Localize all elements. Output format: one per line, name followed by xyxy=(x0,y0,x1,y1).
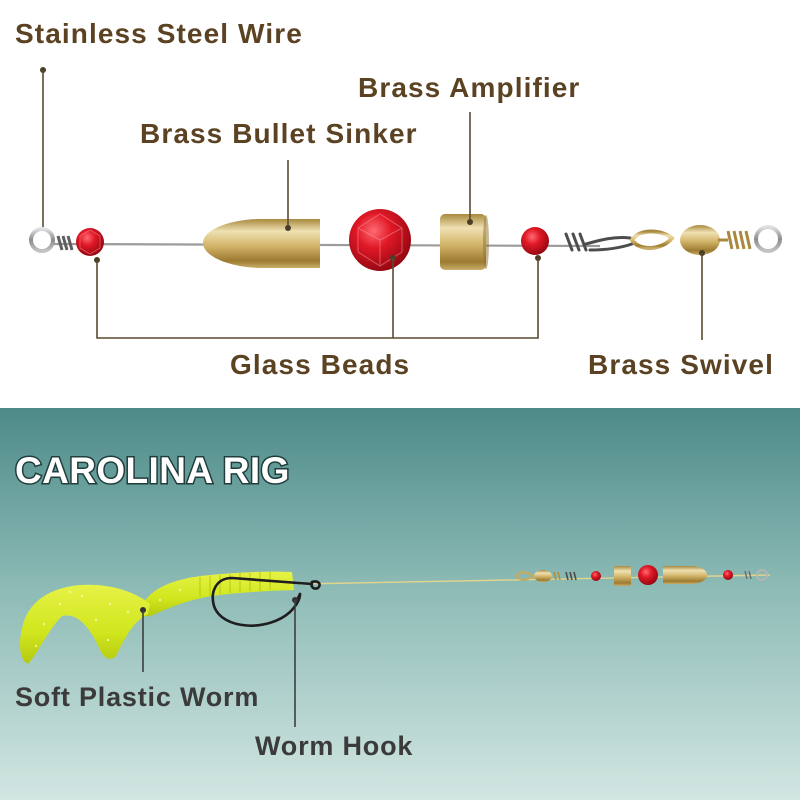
top-panel-background xyxy=(0,0,800,408)
brass-amplifier xyxy=(440,214,486,270)
snap-coil xyxy=(564,232,634,252)
wire-crimp-coil xyxy=(56,235,74,251)
label-glass-beads: Glass Beads xyxy=(230,349,410,380)
label-worm-hook: Worm Hook xyxy=(255,731,413,761)
assembled-rig-miniature xyxy=(514,565,768,586)
leader-worm-hook xyxy=(292,597,298,727)
leader-glass-beads xyxy=(94,255,541,339)
label-stainless-steel-wire: Stainless Steel Wire xyxy=(15,18,303,49)
brass-swivel xyxy=(629,225,782,255)
title-carolina-rig: CAROLINA RIG xyxy=(15,450,290,491)
soft-plastic-worm xyxy=(20,571,294,664)
label-brass-amplifier: Brass Amplifier xyxy=(358,72,580,103)
brass-bullet-sinker xyxy=(203,219,320,268)
leader-stainless-steel-wire xyxy=(40,67,46,227)
stainless-steel-wire xyxy=(51,242,601,248)
rig-exploded-view xyxy=(29,209,782,271)
leader-brass-swivel xyxy=(699,250,705,340)
leader-soft-plastic-worm xyxy=(140,607,146,672)
glass-bead-small-left xyxy=(76,228,104,256)
wire-end-ring xyxy=(29,227,55,253)
label-brass-swivel: Brass Swivel xyxy=(588,349,774,380)
glass-bead-small-right xyxy=(521,227,549,255)
leader-brass-amplifier xyxy=(467,112,473,225)
leader-brass-bullet-sinker xyxy=(285,160,291,231)
label-brass-bullet-sinker: Brass Bullet Sinker xyxy=(140,118,418,149)
label-soft-plastic-worm: Soft Plastic Worm xyxy=(15,682,259,712)
